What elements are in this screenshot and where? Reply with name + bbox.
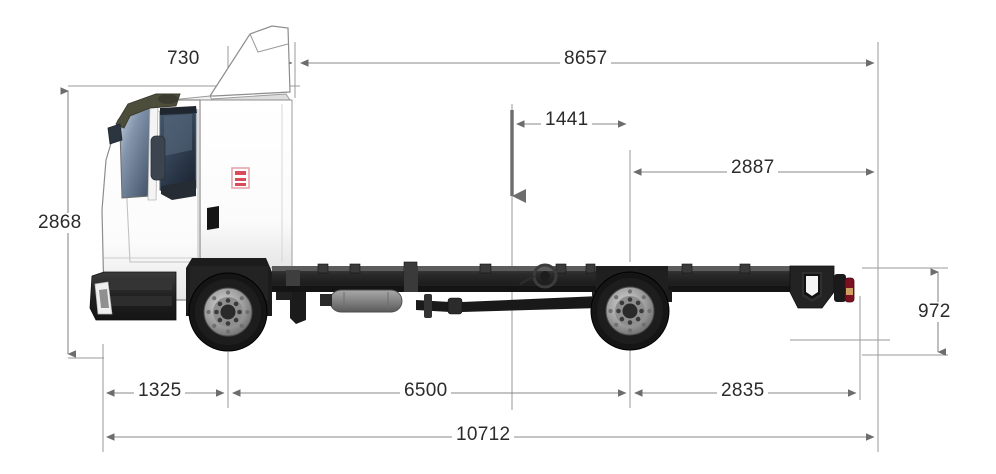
- side-window: [159, 106, 197, 200]
- dimension-label-2868: 2868: [34, 213, 86, 233]
- chassis-frame-rail: [272, 261, 820, 292]
- tail-light: [844, 277, 855, 303]
- cab-air-intake: [207, 206, 219, 230]
- spare-wheel-carrier: [519, 263, 558, 289]
- front-wheel: [188, 272, 268, 352]
- front-axle-assembly: [276, 292, 306, 324]
- vehicle-side-view: [89, 25, 855, 352]
- sun-visor: [115, 93, 181, 129]
- rear-wheel: [590, 271, 670, 351]
- dimension-label-2835: 2835: [717, 381, 769, 401]
- rear-tow-hook: [789, 265, 846, 309]
- drive-shaft: [416, 294, 600, 318]
- front-bumper: [89, 271, 177, 321]
- exhaust-muffler: [320, 289, 403, 313]
- dimension-label-1325: 1325: [134, 381, 186, 401]
- dimension-label-6500: 6500: [400, 381, 452, 401]
- dimension-label-730: 730: [163, 49, 204, 69]
- dimension-label-2887: 2887: [727, 158, 779, 178]
- dimension-label-972: 972: [914, 302, 955, 322]
- dimension-label-8657: 8657: [560, 49, 612, 69]
- side-decal: [231, 167, 250, 189]
- dimension-label-10712: 10712: [452, 425, 515, 445]
- dimension-label-1441: 1441: [541, 110, 593, 130]
- mirror-arm: [107, 123, 166, 181]
